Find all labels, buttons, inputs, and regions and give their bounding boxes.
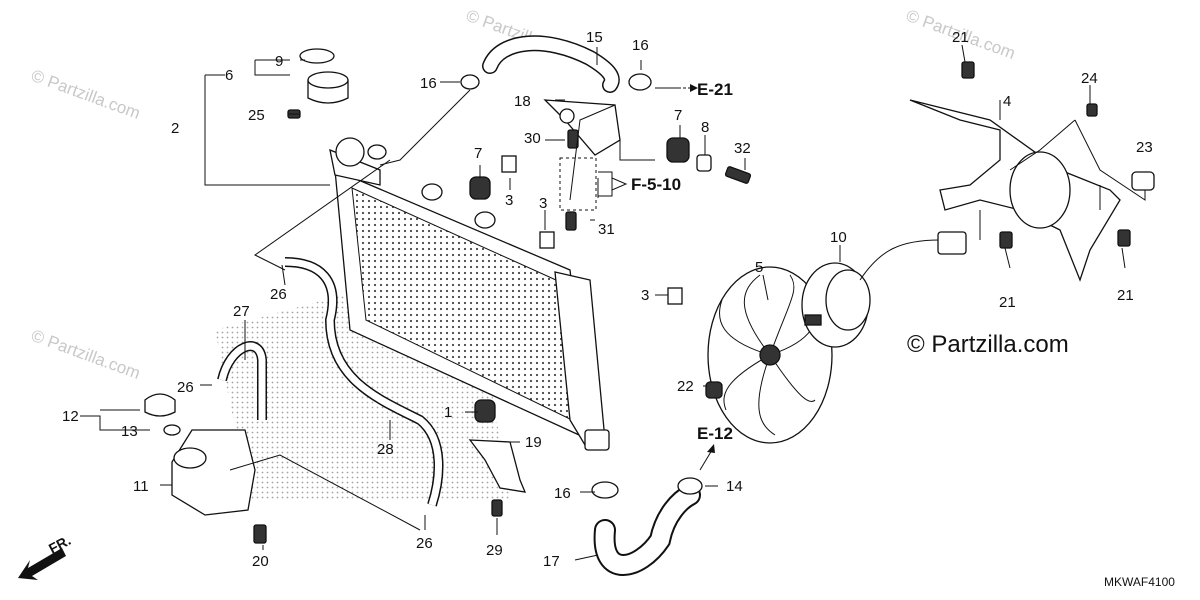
callout-13: 13 <box>121 423 138 440</box>
callout-24: 24 <box>1081 70 1098 87</box>
leader-lines <box>80 44 1146 561</box>
f510-box <box>559 157 597 211</box>
callout-26c: 26 <box>416 535 433 552</box>
callout-16a: 16 <box>420 75 437 92</box>
callout-16c: 16 <box>554 485 571 502</box>
bolt-29 <box>491 499 503 517</box>
callout-6: 6 <box>225 67 233 84</box>
callout-5: 5 <box>755 259 763 276</box>
fr-arrow: FR. <box>18 532 73 580</box>
callout-9: 9 <box>275 53 283 70</box>
ref-f510: F-5-10 <box>631 175 681 194</box>
callout-26a: 26 <box>270 286 287 303</box>
callout-10: 10 <box>830 229 847 246</box>
callout-12: 12 <box>62 408 79 425</box>
grommets <box>469 137 752 423</box>
callout-28: 28 <box>377 441 394 458</box>
fan-motor <box>801 231 967 348</box>
ref-e21: E-21 <box>697 80 733 99</box>
diagram-code: MKWAF4100 <box>1104 575 1175 589</box>
callout-3c: 3 <box>641 287 649 304</box>
callout-14: 14 <box>726 478 743 495</box>
callout-26b: 26 <box>177 379 194 396</box>
callout-21a: 21 <box>952 29 969 46</box>
small-hoses <box>217 257 444 507</box>
callout-25: 25 <box>248 107 265 124</box>
callout-32: 32 <box>734 140 751 157</box>
callout-11: 11 <box>133 478 149 495</box>
callout-16b: 16 <box>632 37 649 54</box>
lower-hose <box>591 381 723 576</box>
callout-21b: 21 <box>999 294 1016 311</box>
radiator-cap <box>287 48 349 119</box>
radiator <box>329 137 610 451</box>
callouts: 1 2 3 3 3 4 5 6 7 7 8 9 10 11 12 13 14 1… <box>62 29 1153 570</box>
callout-2: 2 <box>171 120 179 137</box>
callout-7b: 7 <box>674 107 682 124</box>
callout-7a: 7 <box>474 145 482 162</box>
callout-18: 18 <box>514 93 531 110</box>
fan-shroud <box>909 61 1155 282</box>
callout-23: 23 <box>1136 139 1153 156</box>
callout-4: 4 <box>1003 93 1011 110</box>
fan <box>707 266 833 444</box>
brand-label: © Partzilla.com <box>907 331 1069 358</box>
callout-30: 30 <box>524 130 541 147</box>
reference-arrows <box>598 84 715 453</box>
callout-29: 29 <box>486 542 503 559</box>
callout-8: 8 <box>701 119 709 136</box>
callout-17: 17 <box>543 553 560 570</box>
callout-1: 1 <box>444 404 452 421</box>
svg-text:© Partzilla.com: © Partzilla.com <box>29 326 143 383</box>
callout-21c: 21 <box>1117 287 1134 304</box>
callout-15: 15 <box>586 29 603 46</box>
callout-19: 19 <box>525 434 542 451</box>
upper-hose <box>460 35 652 93</box>
reserve-tank <box>144 393 267 544</box>
callout-27: 27 <box>233 303 250 320</box>
callout-3b: 3 <box>539 195 547 212</box>
callout-20: 20 <box>252 553 269 570</box>
callout-3a: 3 <box>505 192 513 209</box>
clips <box>501 155 683 305</box>
bracket-18 <box>543 99 621 231</box>
callout-31: 31 <box>598 221 615 238</box>
ref-e12: E-12 <box>697 424 733 443</box>
callout-22: 22 <box>677 378 694 395</box>
svg-text:FR.: FR. <box>46 532 73 557</box>
svg-text:© Partzilla.com: © Partzilla.com <box>29 66 143 123</box>
